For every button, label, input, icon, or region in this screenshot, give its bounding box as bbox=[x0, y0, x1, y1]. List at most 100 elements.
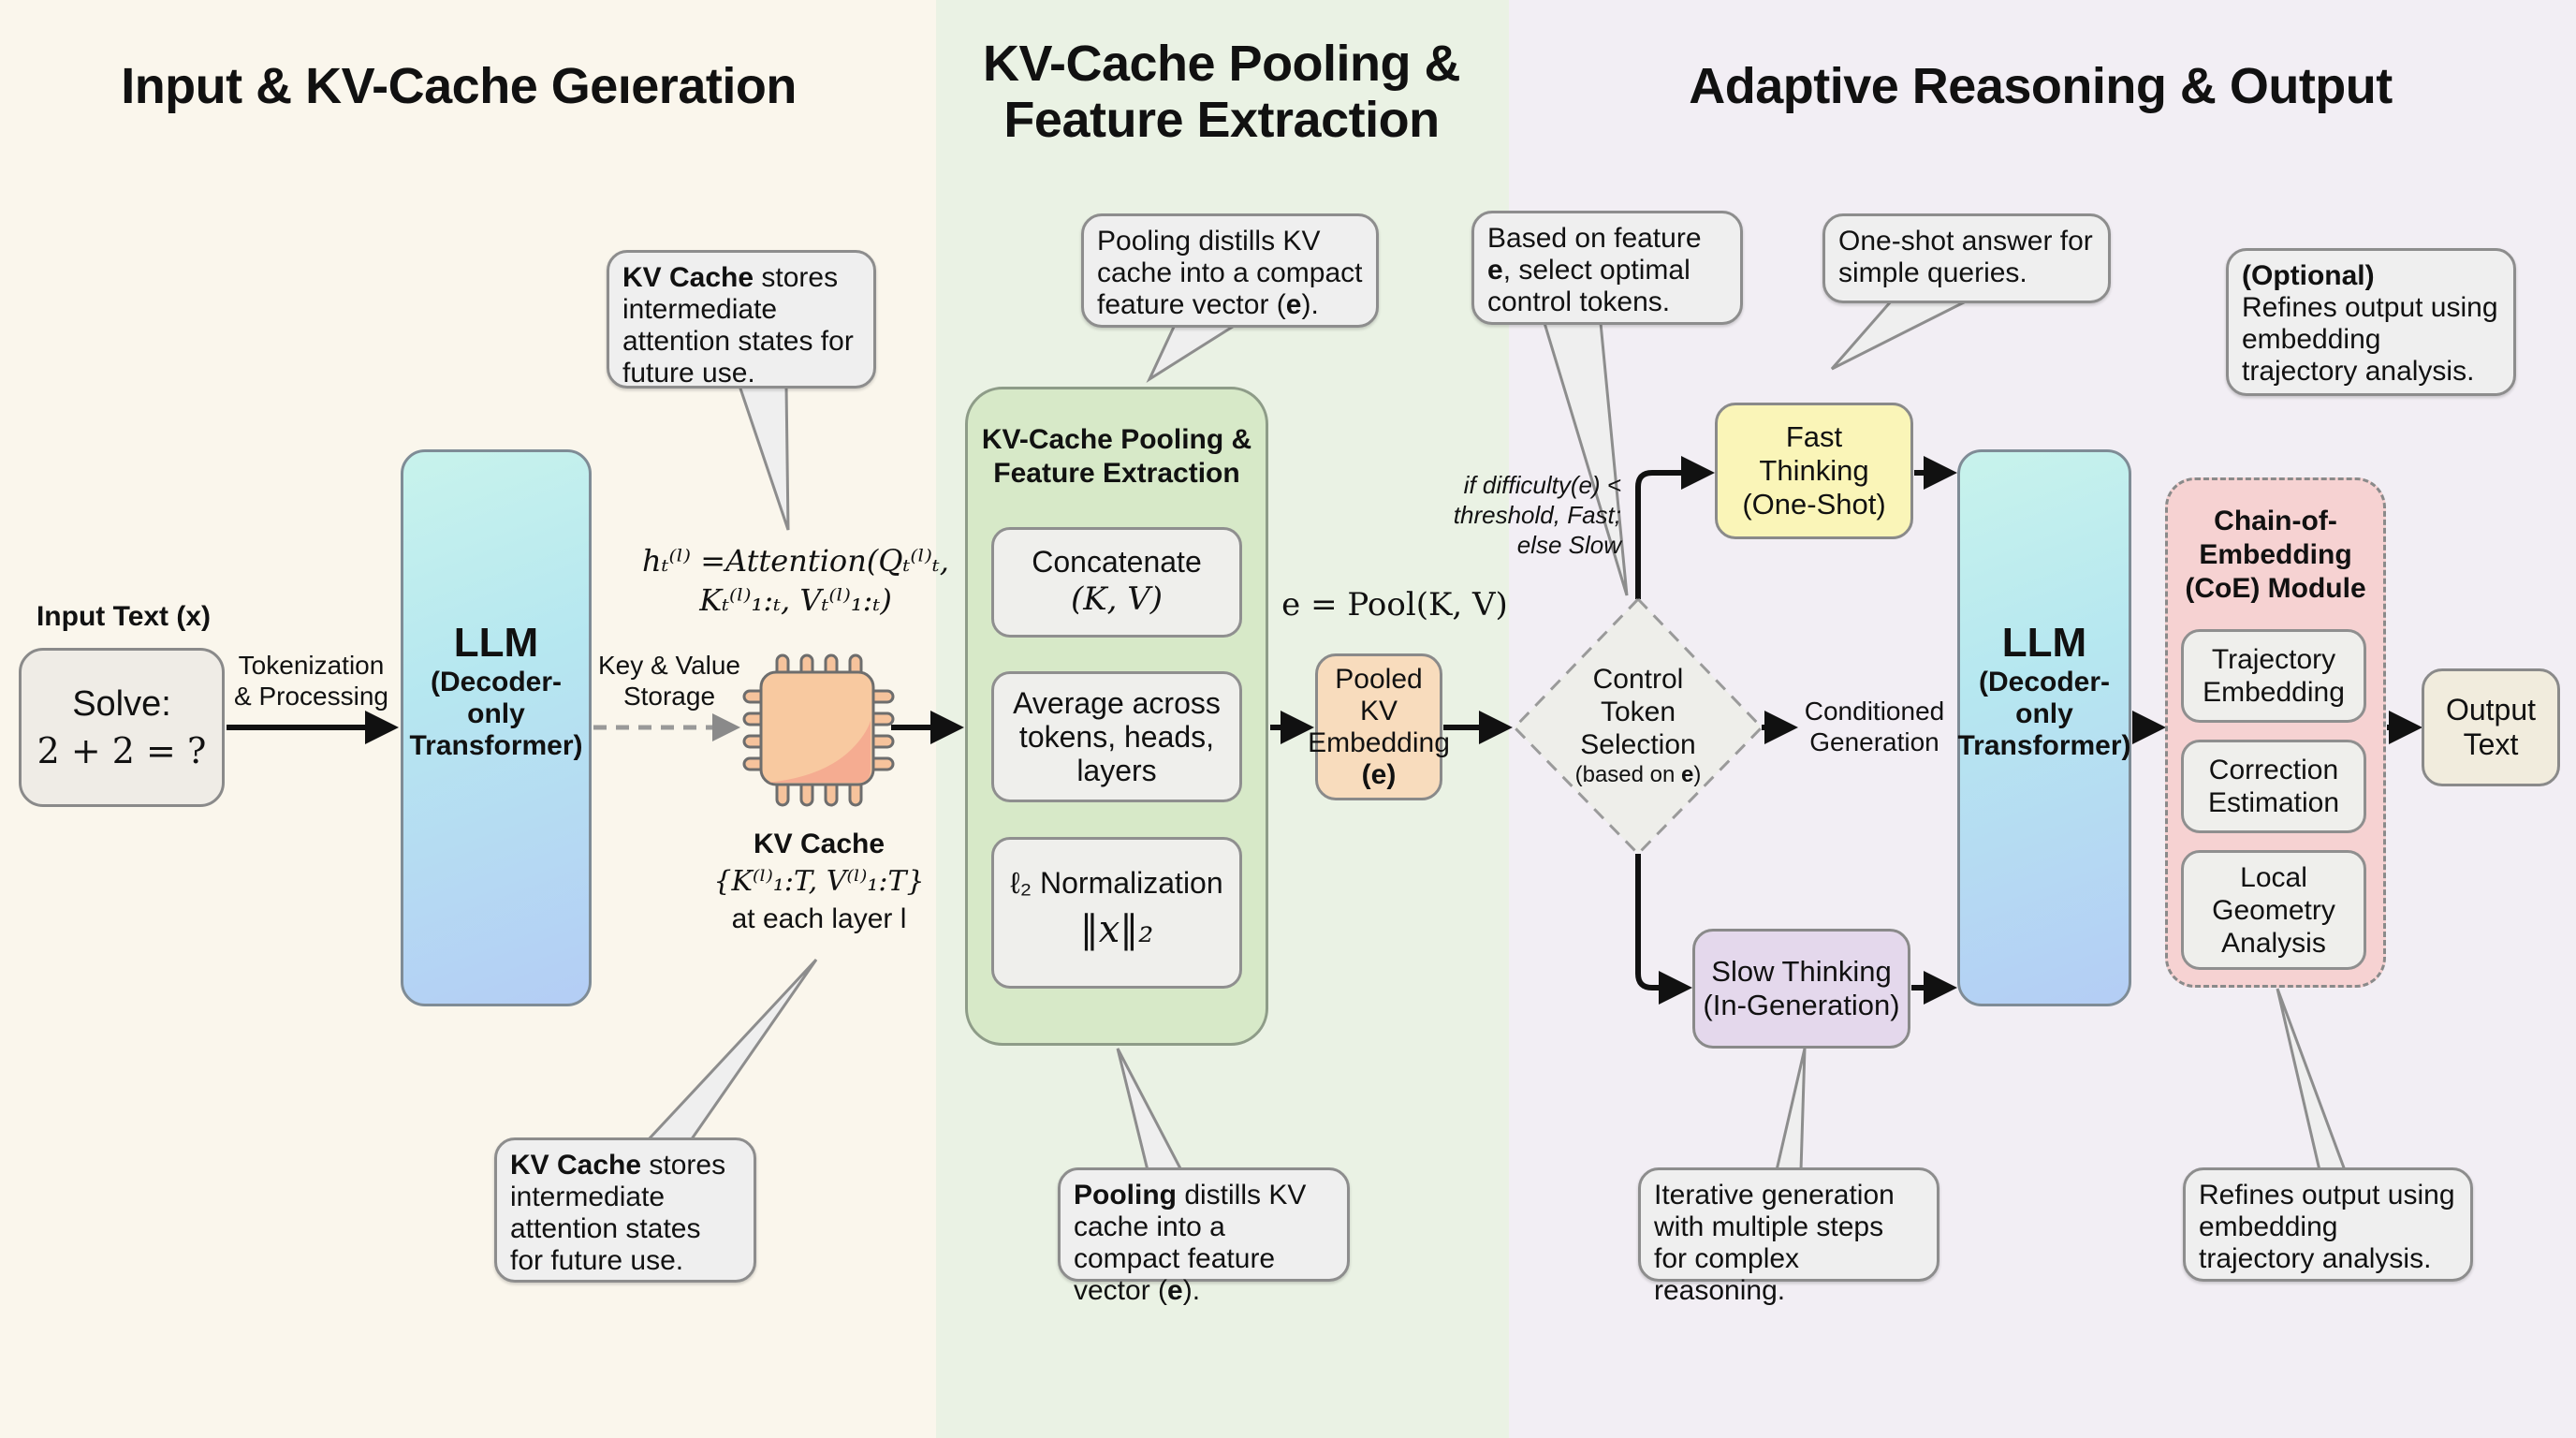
callout-kv-bottom-bold: KV Cache bbox=[510, 1150, 642, 1181]
pooled-kv-embedding: Pooled KV Embedding (e) bbox=[1308, 653, 1450, 800]
callout-control-text: Based on feature bbox=[1487, 223, 1702, 254]
input-line-1: Solve: bbox=[72, 684, 171, 724]
section-title-reasoning: Adaptive Reasoning & Output bbox=[1689, 58, 2393, 114]
pooling-module-title-line1: KV-Cache Pooling & bbox=[981, 424, 1252, 455]
llm-right-title: LLM bbox=[2001, 619, 2087, 666]
tokenization-label: Tokenization & Processing bbox=[225, 650, 398, 712]
callout-coe-top-bold: (Optional) bbox=[2242, 260, 2375, 291]
output-line2: Text bbox=[2463, 727, 2519, 761]
coe-step-correction: Correction Estimation bbox=[2181, 740, 2366, 833]
pooling-step-1-line2: tokens, heads, bbox=[1018, 720, 1215, 754]
attention-formula-line1: hₜ⁽ˡ⁾ =Attention(Qₜ⁽ˡ⁾ₜ, bbox=[642, 543, 949, 579]
pool-formula: e = Pool(K, V) bbox=[1281, 586, 1508, 624]
input-line-2: 2 + 2 = ? bbox=[37, 730, 207, 771]
pooling-step-normalization: ℓ₂ Normalization ‖x‖₂ bbox=[991, 837, 1242, 989]
callout-pooling-bottom: Pooling distills KV cache into a compact… bbox=[1058, 1167, 1350, 1306]
output-line1: Output bbox=[2445, 693, 2537, 726]
callout-pool-top-text: Pooling distills KV cache into a compact… bbox=[1097, 226, 1363, 320]
pooling-step-concatenate: Concatenate (K, V) bbox=[991, 527, 1242, 638]
coe-step-2-line1: Local bbox=[2240, 861, 2307, 893]
kv-storage-label-line1: Key & Value bbox=[597, 651, 741, 680]
pooled-embedding-line3: (e) bbox=[1361, 758, 1397, 790]
coe-title-line1: Chain-of- bbox=[2214, 506, 2337, 536]
callout-fast-text: One-shot answer for simple queries. bbox=[1838, 226, 2093, 288]
input-text-label: Input Text (x) bbox=[36, 601, 212, 632]
callout-pool-bottom-end: ). bbox=[1182, 1275, 1201, 1306]
callout-kv-top-bold: KV Cache bbox=[622, 262, 754, 293]
pooling-step-2-line2: ‖x‖₂ bbox=[1079, 908, 1154, 951]
callout-kv-cache-bottom: KV Cache stores intermediate attention s… bbox=[494, 1137, 756, 1283]
coe-step-0-line2: Embedding bbox=[2203, 677, 2345, 708]
tokenization-label-line1: Tokenization bbox=[238, 651, 385, 680]
difficulty-rule-line1: if difficulty(e) < bbox=[1463, 471, 1621, 499]
coe-step-trajectory: Trajectory Embedding bbox=[2181, 629, 2366, 723]
llm-left-line1: (Decoder- bbox=[430, 666, 563, 697]
callout-coe-bottom: Refines output using embedding trajector… bbox=[2183, 1167, 2473, 1282]
control-token-line1: Control bbox=[1592, 664, 1684, 695]
callout-pool-bottom-text: distills KV cache into a compact feature… bbox=[1074, 1180, 1307, 1306]
control-token-line4: (based on bbox=[1574, 762, 1682, 787]
coe-title-line3: (CoE) Module bbox=[2185, 573, 2366, 604]
tokenization-label-line2: & Processing bbox=[234, 682, 388, 711]
coe-step-1-line2: Estimation bbox=[2207, 787, 2340, 818]
llm-left-title: LLM bbox=[453, 619, 539, 666]
pooling-step-0-line1: Concatenate bbox=[1032, 545, 1202, 579]
callout-coe-top: (Optional)Refines output using embedding… bbox=[2226, 248, 2516, 396]
pooling-step-0-line2: (K, V) bbox=[1070, 580, 1164, 618]
pooling-module-title-line2: Feature Extraction bbox=[993, 458, 1240, 489]
fast-thinking-line3: (One-Shot) bbox=[1742, 488, 1886, 521]
callout-pool-top-e: e bbox=[1285, 289, 1302, 320]
coe-step-1-line1: Correction bbox=[2208, 755, 2339, 785]
callout-kv-top-text: stores intermediate attention states for… bbox=[622, 262, 854, 389]
pooled-embedding-line2: Embedding bbox=[1308, 726, 1450, 758]
conditioned-line1: Conditioned bbox=[1804, 697, 1945, 726]
difficulty-rule-line2: threshold, Fast; bbox=[1453, 501, 1621, 529]
conditioned-line2: Generation bbox=[1809, 727, 1939, 756]
slow-thinking-box: Slow Thinking (In-Generation) bbox=[1692, 929, 1910, 1049]
coe-title-line2: Embedding bbox=[2199, 539, 2352, 570]
callout-pool-bottom-e: e bbox=[1167, 1275, 1183, 1306]
conditioned-generation-label: Conditioned Generation bbox=[1793, 696, 1956, 757]
output-text-box: Output Text bbox=[2422, 668, 2560, 786]
control-token-line2: Token bbox=[1600, 697, 1676, 727]
llm-left-line3: Transformer) bbox=[409, 729, 583, 761]
llm-decoder-block: LLM (Decoder- only Transformer) bbox=[1957, 449, 2131, 1006]
slow-thinking-line2: (In-Generation) bbox=[1703, 989, 1900, 1021]
llm-right-line3: Transformer) bbox=[1957, 729, 2131, 761]
callout-slow-thinking: Iterative generation with multiple steps… bbox=[1638, 1167, 1939, 1306]
fast-thinking-line1: Fast bbox=[1785, 420, 1843, 453]
input-text-box: Solve: 2 + 2 = ? bbox=[19, 648, 225, 807]
fast-thinking-line2: Thinking bbox=[1759, 454, 1869, 487]
coe-step-0-line1: Trajectory bbox=[2211, 644, 2336, 675]
kv-cache-caption: at each layer l bbox=[731, 903, 907, 934]
attention-formula-line2: Kₜ⁽ˡ⁾₁:ₜ, Vₜ⁽ˡ⁾₁:ₜ) bbox=[699, 582, 892, 618]
control-token-line4-end: ) bbox=[1693, 762, 1702, 787]
callout-coe-top-text: Refines output using embedding trajector… bbox=[2242, 292, 2498, 387]
coe-step-2-line3: Analysis bbox=[2221, 927, 2326, 959]
callout-pooling-top: Pooling distills KV cache into a compact… bbox=[1081, 213, 1379, 328]
callout-kv-bottom-text: stores intermediate attention states for… bbox=[510, 1150, 726, 1276]
coe-step-2-line2: Geometry bbox=[2212, 894, 2335, 926]
callout-control-end: , select optimal control tokens. bbox=[1487, 255, 1690, 317]
difficulty-rule-label: if difficulty(e) < threshold, Fast; else… bbox=[1404, 470, 1621, 560]
pooling-step-1-line1: Average across bbox=[1013, 686, 1221, 720]
control-token-label: Control Token Selection (based on e) bbox=[1544, 663, 1732, 789]
callout-kv-cache-top: KV Cache stores intermediate attention s… bbox=[607, 250, 876, 389]
kv-storage-label-line2: Storage bbox=[622, 682, 716, 711]
section-title-pooling-line2: Feature Extraction bbox=[1003, 92, 1440, 148]
pooling-step-1-line3: layers bbox=[1076, 754, 1157, 787]
control-token-e: e bbox=[1681, 762, 1694, 787]
section-title-pooling-line1: KV-Cache Pooling & bbox=[982, 36, 1461, 92]
kv-cache-formula: {K⁽ˡ⁾₁:T, V⁽ˡ⁾₁:T} bbox=[713, 865, 925, 898]
coe-step-local-geometry: Local Geometry Analysis bbox=[2181, 850, 2366, 970]
attention-formula: hₜ⁽ˡ⁾ =Attention(Qₜ⁽ˡ⁾ₜ, Kₜ⁽ˡ⁾₁:ₜ, Vₜ⁽ˡ⁾… bbox=[599, 541, 992, 620]
callout-pool-top-end: ). bbox=[1301, 289, 1319, 320]
llm-right-line2: only bbox=[2015, 697, 2073, 729]
callout-slow-text: Iterative generation with multiple steps… bbox=[1654, 1180, 1895, 1306]
llm-right-line1: (Decoder- bbox=[1978, 666, 2111, 697]
llm-left-line2: only bbox=[467, 697, 525, 729]
pooled-embedding-line1: Pooled KV bbox=[1335, 663, 1423, 726]
callout-fast-thinking: One-shot answer for simple queries. bbox=[1822, 213, 2111, 303]
section-title-input: Input & KV-Cache Geıeration bbox=[121, 58, 797, 114]
callout-control-e: e bbox=[1487, 255, 1503, 286]
